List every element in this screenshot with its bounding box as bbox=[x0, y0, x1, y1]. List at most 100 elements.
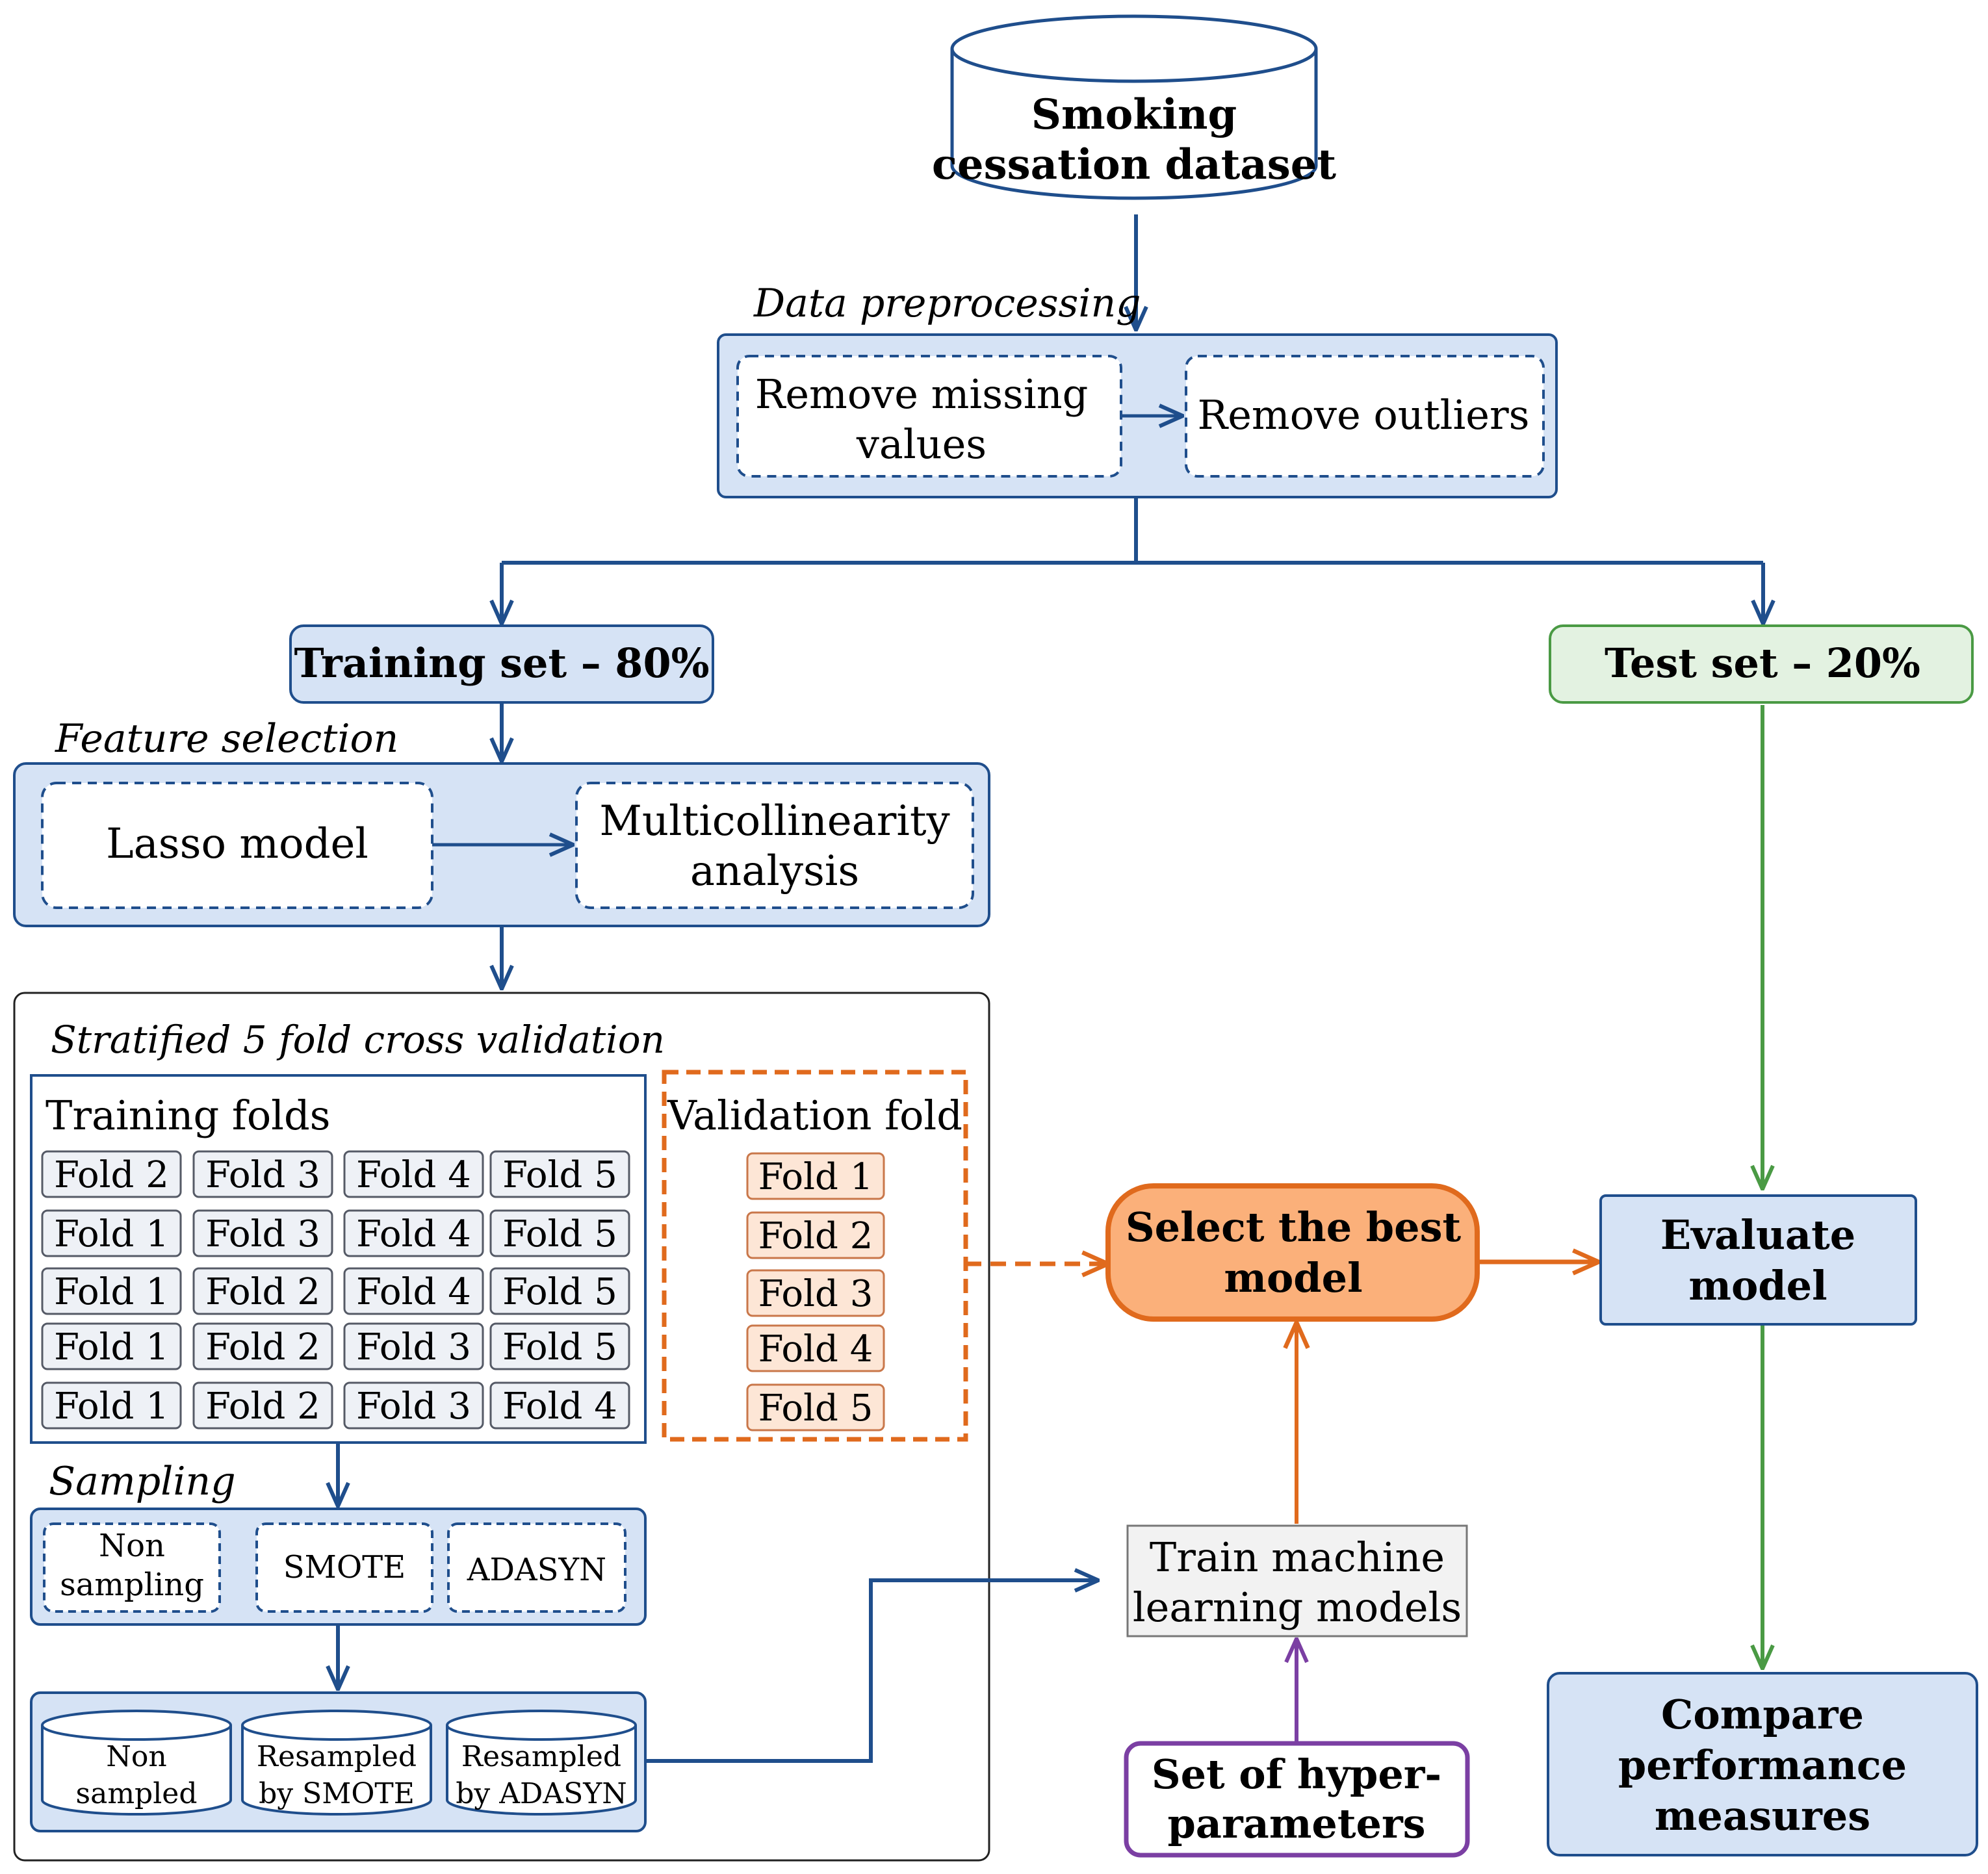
training-fold-chip: Fold 2 bbox=[41, 1150, 182, 1198]
training-fold-chip: Fold 1 bbox=[41, 1267, 182, 1315]
remove-missing-box bbox=[736, 355, 1122, 478]
training-fold-chip: Fold 2 bbox=[192, 1322, 333, 1370]
lasso-model-label: Lasso model bbox=[106, 820, 368, 868]
training-fold-chip-label: Fold 4 bbox=[356, 1154, 471, 1196]
training-fold-chip-label: Fold 2 bbox=[205, 1385, 320, 1428]
training-fold-chip: Fold 5 bbox=[489, 1150, 630, 1198]
validation-fold-chip: Fold 3 bbox=[746, 1269, 885, 1317]
training-folds-title: Training folds bbox=[45, 1092, 330, 1139]
training-fold-chip: Fold 3 bbox=[343, 1322, 484, 1370]
training-fold-chip: Fold 4 bbox=[343, 1267, 484, 1315]
non-sampled-cylinder: Non sampled bbox=[41, 1710, 232, 1816]
arrow-datasets-to-train bbox=[645, 1580, 1098, 1763]
non-sampled-line2: sampled bbox=[76, 1777, 198, 1810]
multicollinearity-line2: analysis bbox=[690, 847, 859, 895]
training-fold-chip: Fold 5 bbox=[489, 1267, 630, 1315]
hyper-line1: Set of hyper- bbox=[1152, 1751, 1441, 1798]
training-fold-chip-label: Fold 2 bbox=[54, 1154, 169, 1196]
adasyn-cylinder: Resampled by ADASYN bbox=[446, 1710, 637, 1816]
training-fold-chip: Fold 4 bbox=[343, 1150, 484, 1198]
training-fold-chip: Fold 2 bbox=[192, 1381, 333, 1430]
validation-fold-chip-label: Fold 5 bbox=[758, 1387, 873, 1430]
non-sampled-line1: Non bbox=[106, 1740, 166, 1773]
training-fold-chip: Fold 1 bbox=[41, 1381, 182, 1430]
training-fold-chip-label: Fold 3 bbox=[356, 1326, 471, 1368]
validation-fold-chip-label: Fold 3 bbox=[758, 1273, 873, 1315]
training-fold-chip: Fold 3 bbox=[192, 1150, 333, 1198]
validation-fold-chip: Fold 5 bbox=[746, 1383, 885, 1431]
training-fold-chip: Fold 2 bbox=[192, 1267, 333, 1315]
training-fold-chip-label: Fold 5 bbox=[502, 1154, 617, 1196]
preprocessing-label: Data preprocessing bbox=[753, 281, 1141, 326]
remove-outliers-box bbox=[1185, 355, 1545, 478]
training-fold-chip-label: Fold 2 bbox=[205, 1326, 320, 1368]
training-fold-chip-label: Fold 4 bbox=[502, 1385, 617, 1428]
feature-selection-label: Feature selection bbox=[55, 716, 398, 762]
training-folds-panel bbox=[30, 1074, 647, 1444]
training-fold-chip: Fold 4 bbox=[489, 1381, 630, 1430]
dataset-title-line2: cessation dataset bbox=[932, 140, 1337, 189]
training-fold-chip: Fold 5 bbox=[489, 1209, 630, 1257]
training-fold-chip-label: Fold 5 bbox=[502, 1213, 617, 1255]
resampled-smote-line1: Resampled bbox=[257, 1740, 417, 1773]
hyper-line2: parameters bbox=[1167, 1800, 1425, 1847]
compare-measures-box bbox=[1547, 1672, 1978, 1856]
multicollinearity-box bbox=[575, 782, 974, 909]
training-fold-chip: Fold 1 bbox=[41, 1322, 182, 1370]
split-connector bbox=[502, 497, 1763, 624]
remove-outliers-label: Remove outliers bbox=[1198, 391, 1530, 439]
train-ml-line1: Train machine bbox=[1150, 1534, 1445, 1581]
dataset-cylinder: Smoking cessation dataset bbox=[932, 14, 1337, 200]
training-fold-chip-label: Fold 1 bbox=[54, 1271, 169, 1313]
validation-fold-chip-label: Fold 2 bbox=[758, 1215, 873, 1257]
sampling-label: Sampling bbox=[49, 1459, 236, 1504]
training-set-label: Training set – 80% bbox=[294, 639, 709, 687]
validation-folds-list: Fold 1 Fold 2 Fold 3 Fold 4 Fold 5 bbox=[746, 1152, 885, 1431]
training-fold-chip: Fold 5 bbox=[489, 1322, 630, 1370]
adasyn-label: ADASYN bbox=[467, 1552, 606, 1588]
smote-box bbox=[255, 1522, 433, 1613]
training-fold-chip: Fold 3 bbox=[192, 1209, 333, 1257]
non-sampling-line1: Non bbox=[99, 1528, 165, 1564]
training-fold-chip: Fold 1 bbox=[41, 1209, 182, 1257]
validation-fold-chip: Fold 2 bbox=[746, 1211, 885, 1259]
resampled-adasyn-line1: Resampled bbox=[461, 1740, 621, 1773]
cv-label: Stratified 5 fold cross validation bbox=[51, 1018, 665, 1062]
validation-fold-chip-label: Fold 4 bbox=[758, 1328, 873, 1370]
validation-fold-title: Validation fold bbox=[667, 1092, 962, 1139]
resampled-smote-line2: by SMOTE bbox=[259, 1777, 415, 1810]
training-fold-chip-label: Fold 5 bbox=[502, 1271, 617, 1313]
compare-line1: Compare bbox=[1661, 1691, 1864, 1738]
training-folds-grid: Fold 2 Fold 3 Fold 4 Fold 5 Fold 1 Fold 3 Fold… bbox=[41, 1150, 630, 1430]
validation-fold-chip: Fold 1 bbox=[746, 1152, 885, 1200]
remove-missing-line1: Remove missing bbox=[755, 370, 1089, 418]
lasso-model-box bbox=[41, 782, 433, 909]
training-fold-chip-label: Fold 1 bbox=[54, 1213, 169, 1255]
dataset-title-line1: Smoking bbox=[1031, 90, 1237, 139]
smote-cylinder: Resampled by SMOTE bbox=[241, 1710, 432, 1816]
training-fold-chip-label: Fold 5 bbox=[502, 1326, 617, 1368]
training-fold-chip-label: Fold 3 bbox=[356, 1385, 471, 1428]
training-fold-chip: Fold 4 bbox=[343, 1209, 484, 1257]
remove-missing-line2: values bbox=[856, 420, 987, 468]
train-ml-box bbox=[1126, 1524, 1468, 1637]
training-fold-chip-label: Fold 3 bbox=[205, 1213, 320, 1255]
test-set-label: Test set – 20% bbox=[1605, 639, 1920, 687]
training-fold-chip-label: Fold 2 bbox=[205, 1271, 320, 1313]
select-best-model-box bbox=[1105, 1183, 1480, 1322]
select-best-line2: model bbox=[1224, 1254, 1362, 1302]
training-fold-chip-label: Fold 1 bbox=[54, 1326, 169, 1368]
evaluate-line2: model bbox=[1688, 1262, 1827, 1309]
multicollinearity-line1: Multicollinearity bbox=[599, 797, 949, 845]
evaluate-model-box bbox=[1599, 1194, 1917, 1326]
hyperparameters-box bbox=[1124, 1741, 1470, 1858]
non-sampling-box bbox=[43, 1522, 221, 1613]
evaluate-line1: Evaluate bbox=[1660, 1211, 1855, 1259]
compare-line3: measures bbox=[1655, 1792, 1870, 1840]
training-fold-chip-label: Fold 3 bbox=[205, 1154, 320, 1196]
validation-fold-chip-label: Fold 1 bbox=[758, 1156, 873, 1198]
test-set-box bbox=[1549, 624, 1974, 704]
training-fold-chip-label: Fold 4 bbox=[356, 1271, 471, 1313]
training-fold-chip-label: Fold 1 bbox=[54, 1385, 169, 1428]
